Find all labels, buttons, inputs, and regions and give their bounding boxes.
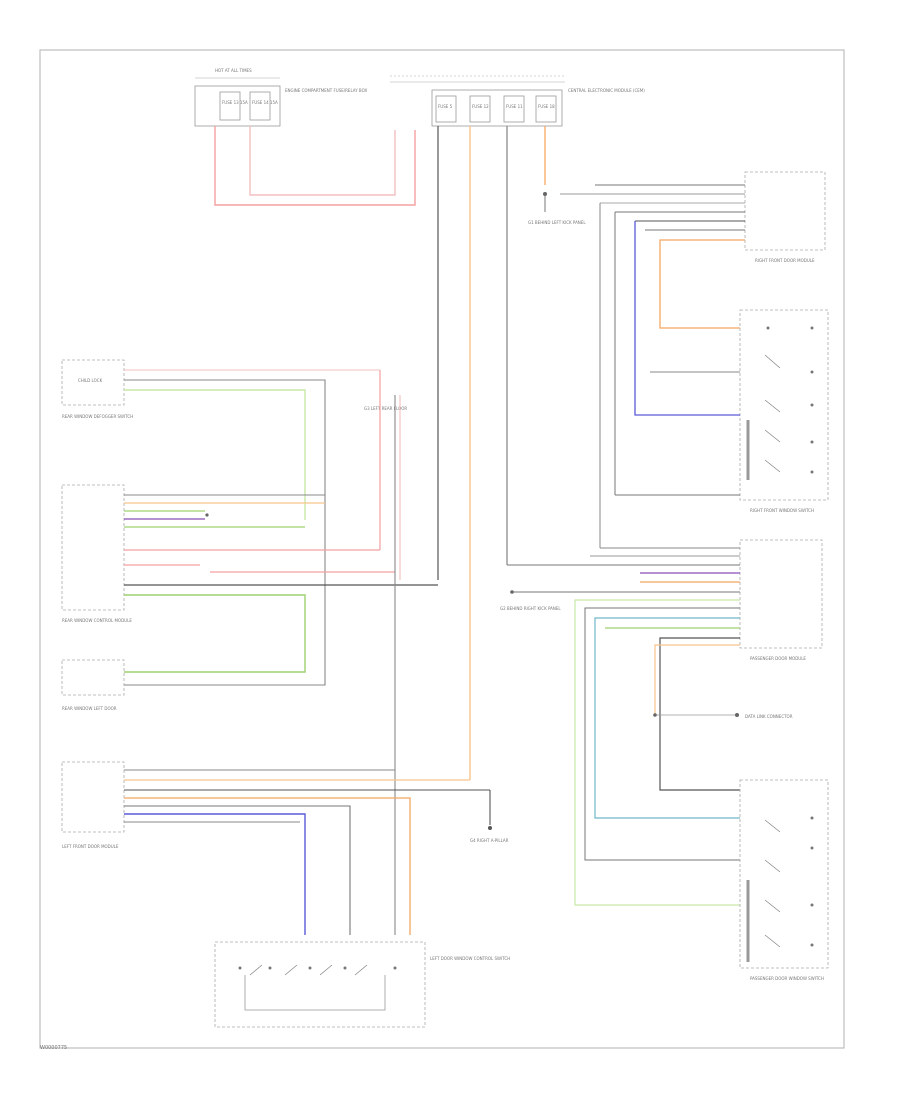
central-junction-box: CENTRAL ELECTRONIC MODULE (CEM) FUSE 5 F… [390,75,645,127]
left-door-switch-label: LEFT DOOR WINDOW CONTROL SWITCH [430,956,510,961]
rear-module-left-wires [124,395,438,935]
rear-switch-left-label: REAR WINDOW DEFOGGER SWITCH [62,414,133,419]
right-front-switch-wires [599,203,814,548]
left-door-switch-internals [238,964,397,1011]
pass-door-switch-box [739,779,829,969]
pass-door-module-wires: DATA LINK CONNECTOR G2 BEHIND RIGHT KICK… [500,547,793,906]
right-front-switch-box [739,309,829,501]
rear-module-left-label: REAR WINDOW CONTROL MODULE [62,618,132,623]
diagram-id: W0000775 [40,1045,68,1051]
fuse-b-label: FUSE 14 15A [252,100,278,105]
fuse-f-label: FUSE 18 [538,104,555,109]
fuse-e-label: FUSE 11 [506,104,523,109]
engine-fuse-box-label: ENGINE COMPARTMENT FUSE/RELAY BOX [285,88,367,93]
fuse-c-label: FUSE 5 [438,104,453,109]
ground-b1-label: G1 BEHIND LEFT KICK PANEL [528,220,586,225]
rear-module-left-box [61,484,125,611]
left-front-module-box [61,761,125,833]
pass-door-module-label: PASSENGER DOOR MODULE [750,656,806,661]
ground-b2-label: G2 BEHIND RIGHT KICK PANEL [500,606,561,611]
right-front-module-wires [560,184,745,329]
engine-fuse-box: HOT AT ALL TIMES ENGINE COMPARTMENT FUSE… [194,68,367,127]
rear-window-left-label: REAR WINDOW LEFT DOOR [62,706,117,711]
top-feed-wires: G1 BEHIND LEFT KICK PANEL [214,126,586,780]
right-front-switch-label: RIGHT FRONT WINDOW SWITCH [750,508,814,513]
left-front-module-wires: G4 RIGHT A-PILLAR [124,769,509,935]
right-front-module-box [744,171,826,251]
pass-door-switch-label: PASSENGER DOOR WINDOW SWITCH [750,976,824,981]
pass-door-module-box [739,539,823,649]
fuse-a-label: FUSE 13 15A [222,100,248,105]
pass-door-switch-internals [746,816,814,962]
fuse-d-label: FUSE 12 [472,104,489,109]
ground-b3-label: G3 LEFT REAR FLOOR [364,406,407,411]
central-box-label: CENTRAL ELECTRONIC MODULE (CEM) [568,88,645,93]
child-lock-wires: G3 LEFT REAR FLOOR [124,369,407,686]
ground-b4-label: G4 RIGHT A-PILLAR [470,838,509,843]
hot-at-all-times-label: HOT AT ALL TIMES [215,68,252,73]
left-front-module-label: LEFT FRONT DOOR MODULE [62,844,119,849]
data-link-label: DATA LINK CONNECTOR [745,714,793,719]
child-lock-box [61,359,125,406]
child-lock-label: CHILD LOCK [78,378,103,383]
diagram-frame [39,49,845,1049]
right-front-module-label: RIGHT FRONT DOOR MODULE [755,258,815,263]
rear-window-left-box [61,659,125,696]
left-door-switch-box [214,941,426,1028]
